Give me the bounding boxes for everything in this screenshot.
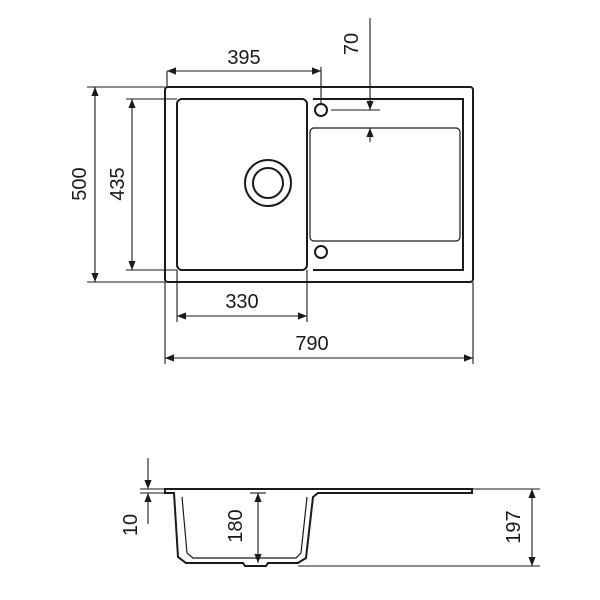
dimension-label-500: 500 [69, 167, 91, 200]
overflow-hole [314, 245, 328, 259]
top-view: 395 70 500 435 330 [69, 18, 474, 364]
dimension-label-330: 330 [225, 291, 258, 313]
dimension-label-197: 197 [503, 510, 525, 543]
dimension-180: 180 [225, 492, 266, 563]
dimension-label-395: 395 [227, 47, 260, 69]
drain-outer [244, 159, 292, 207]
dimension-197: 197 [298, 488, 540, 567]
dimension-330: 330 [176, 270, 308, 322]
sink-profile-inner [181, 496, 308, 559]
dimension-10: 10 [120, 458, 165, 536]
bowl-outline [176, 98, 308, 271]
drainer-basin [309, 127, 461, 242]
sink-outline [164, 86, 474, 283]
dimension-435: 435 [107, 98, 177, 271]
dimension-label-790: 790 [295, 333, 328, 355]
dimension-500: 500 [69, 86, 165, 283]
dimension-label-70: 70 [341, 33, 363, 55]
drainer-outline [313, 98, 464, 271]
sink-profile-outer [164, 488, 473, 567]
drain-inner [252, 167, 284, 199]
dimension-395: 395 [166, 47, 322, 104]
dimension-label-180: 180 [225, 509, 247, 542]
dimension-70: 70 [312, 18, 380, 142]
dimension-label-435: 435 [107, 167, 129, 200]
dimension-label-10: 10 [120, 514, 142, 536]
section-view: 10 180 197 [120, 458, 540, 567]
dimension-790: 790 [164, 282, 474, 364]
tap-hole [314, 103, 328, 117]
